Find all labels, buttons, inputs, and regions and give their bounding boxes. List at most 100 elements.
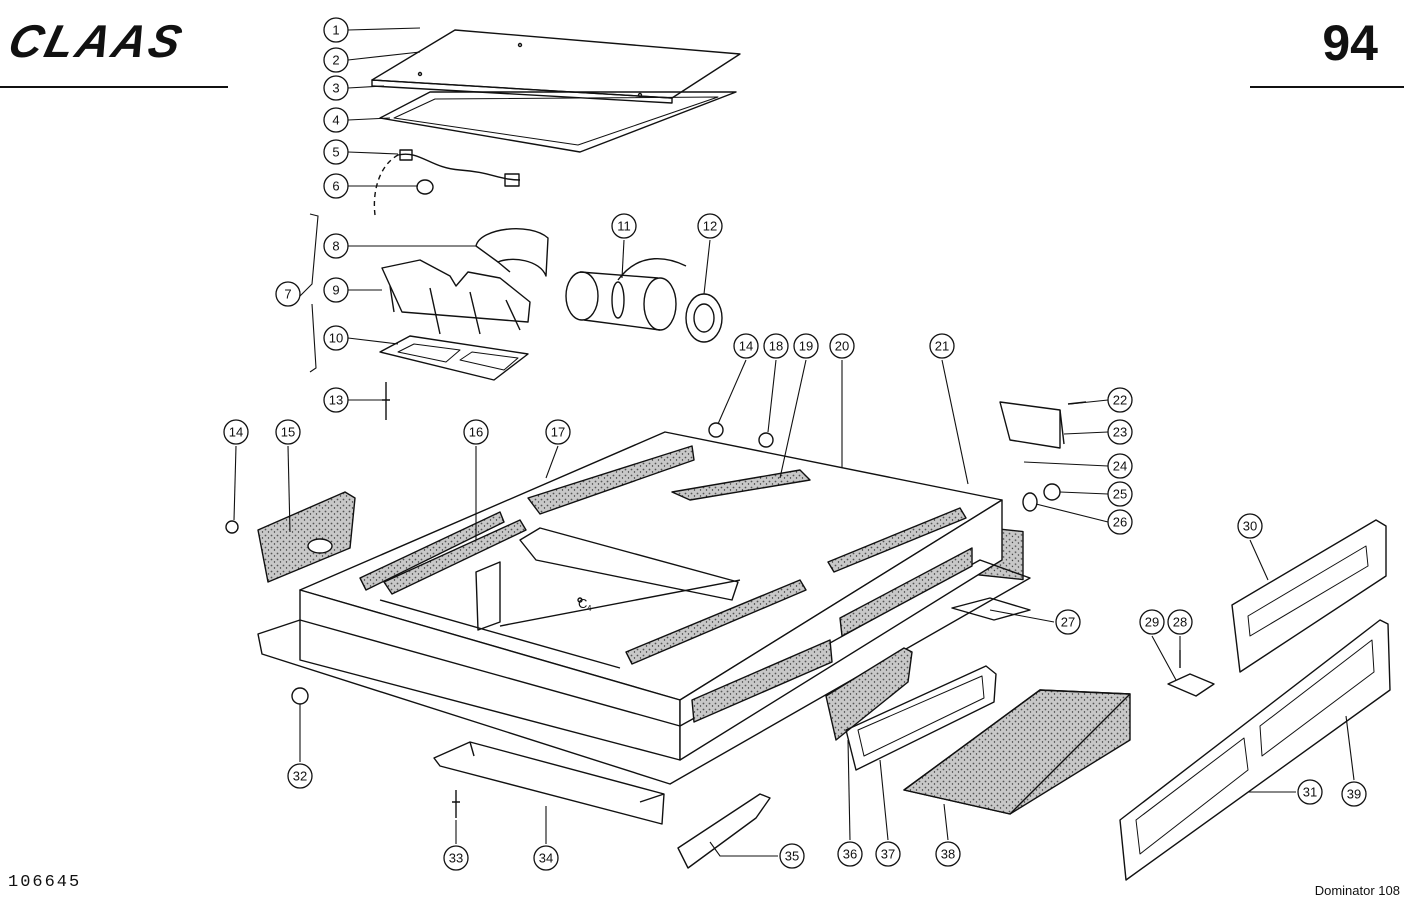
callout-circle (323, 17, 349, 43)
callout-circle (829, 333, 855, 359)
callout-number: 1 (332, 23, 339, 38)
filter-bracket (999, 401, 1065, 449)
callout-c1: 1 (323, 17, 349, 43)
callout-circle (837, 841, 863, 867)
callout-circle (697, 213, 723, 239)
callout-circle (1167, 609, 1193, 635)
callout-number: 5 (332, 145, 339, 160)
filter-element (903, 689, 1131, 815)
seal-strip (825, 647, 913, 741)
nut-upper (708, 422, 724, 438)
callout-c7: 7 (275, 281, 301, 307)
callout-c18: 18 (763, 333, 789, 359)
callout-c34: 34 (533, 845, 559, 871)
callout-circle (1107, 387, 1133, 413)
callout-circle (1297, 779, 1323, 805)
callout-number: 25 (1113, 487, 1127, 502)
mounting-plate-27 (951, 597, 1031, 621)
callout-circle (323, 277, 349, 303)
callout-number: 26 (1113, 515, 1127, 530)
callout-circle (875, 841, 901, 867)
callout-number: 22 (1113, 393, 1127, 408)
callout-c39: 39 (1341, 781, 1367, 807)
callout-c22: 22 (1107, 387, 1133, 413)
callout-number: 10 (329, 331, 343, 346)
callout-c10: 10 (323, 325, 349, 351)
callout-number: 29 (1145, 615, 1159, 630)
nut-left (225, 520, 239, 534)
callout-c21: 21 (929, 333, 955, 359)
callout-c26: 26 (1107, 509, 1133, 535)
callout-circle (323, 47, 349, 73)
nut-18 (758, 432, 774, 448)
callout-circle (1237, 513, 1263, 539)
callout-c30: 30 (1237, 513, 1263, 539)
callout-number: 12 (703, 219, 717, 234)
callout-c37: 37 (875, 841, 901, 867)
callout-c29: 29 (1139, 609, 1165, 635)
callout-c25: 25 (1107, 481, 1133, 507)
callout-number: 14 (739, 339, 753, 354)
callout-c32: 32 (287, 763, 313, 789)
callout-number: 31 (1303, 785, 1317, 800)
grommet (416, 179, 434, 195)
callout-circle (935, 841, 961, 867)
callout-circle (1341, 781, 1367, 807)
trim-panel-lower (1119, 619, 1391, 881)
nut-26 (1022, 492, 1038, 512)
callout-number: 30 (1243, 519, 1257, 534)
blower-cover (475, 228, 549, 277)
callout-number: 32 (293, 769, 307, 784)
callout-c27: 27 (1055, 609, 1081, 635)
page-number: 94 (1322, 15, 1378, 71)
nut-25 (1043, 483, 1061, 501)
blower-base-plate (379, 335, 529, 381)
callout-circle (1107, 453, 1133, 479)
fan-ring (685, 293, 723, 343)
callout-c4: 4 (323, 107, 349, 133)
callout-circle (929, 333, 955, 359)
roof-seal-frame (379, 91, 737, 153)
callout-circle (275, 419, 301, 445)
callout-c38: 38 (935, 841, 961, 867)
callout-number: 6 (332, 179, 339, 194)
callout-number: 11 (617, 219, 631, 234)
callout-circle (733, 333, 759, 359)
detail-mark-sub: 4 (587, 604, 592, 613)
callout-number: 34 (539, 851, 553, 866)
callout-number: 3 (332, 81, 339, 96)
callout-c19: 19 (793, 333, 819, 359)
callout-c17: 17 (545, 419, 571, 445)
callout-c14a: 14 (733, 333, 759, 359)
callout-number: 9 (332, 283, 339, 298)
callout-number: 24 (1113, 459, 1127, 474)
callout-c8: 8 (323, 233, 349, 259)
drip-rail (433, 741, 665, 825)
callout-number: 37 (881, 847, 895, 862)
callout-circle (323, 107, 349, 133)
callout-c2: 2 (323, 47, 349, 73)
callout-c3: 3 (323, 75, 349, 101)
callout-circle (793, 333, 819, 359)
callout-c15: 15 (275, 419, 301, 445)
callout-circle (323, 139, 349, 165)
mounting-screw (382, 382, 390, 420)
callout-c14b: 14 (223, 419, 249, 445)
callout-circle (1107, 481, 1133, 507)
callout-number: 28 (1173, 615, 1187, 630)
callout-number: 19 (799, 339, 813, 354)
callout-circle (463, 419, 489, 445)
callout-c28: 28 (1167, 609, 1193, 635)
callout-number: 36 (843, 847, 857, 862)
callout-number: 39 (1347, 787, 1361, 802)
callout-c12: 12 (697, 213, 723, 239)
callout-number: 23 (1113, 425, 1127, 440)
callout-number: 35 (785, 849, 799, 864)
blower-motor (565, 258, 687, 331)
callout-number: 20 (835, 339, 849, 354)
callout-number: 17 (551, 425, 565, 440)
callout-c16: 16 (463, 419, 489, 445)
callout-number: 2 (332, 53, 339, 68)
nut-32 (291, 687, 309, 705)
